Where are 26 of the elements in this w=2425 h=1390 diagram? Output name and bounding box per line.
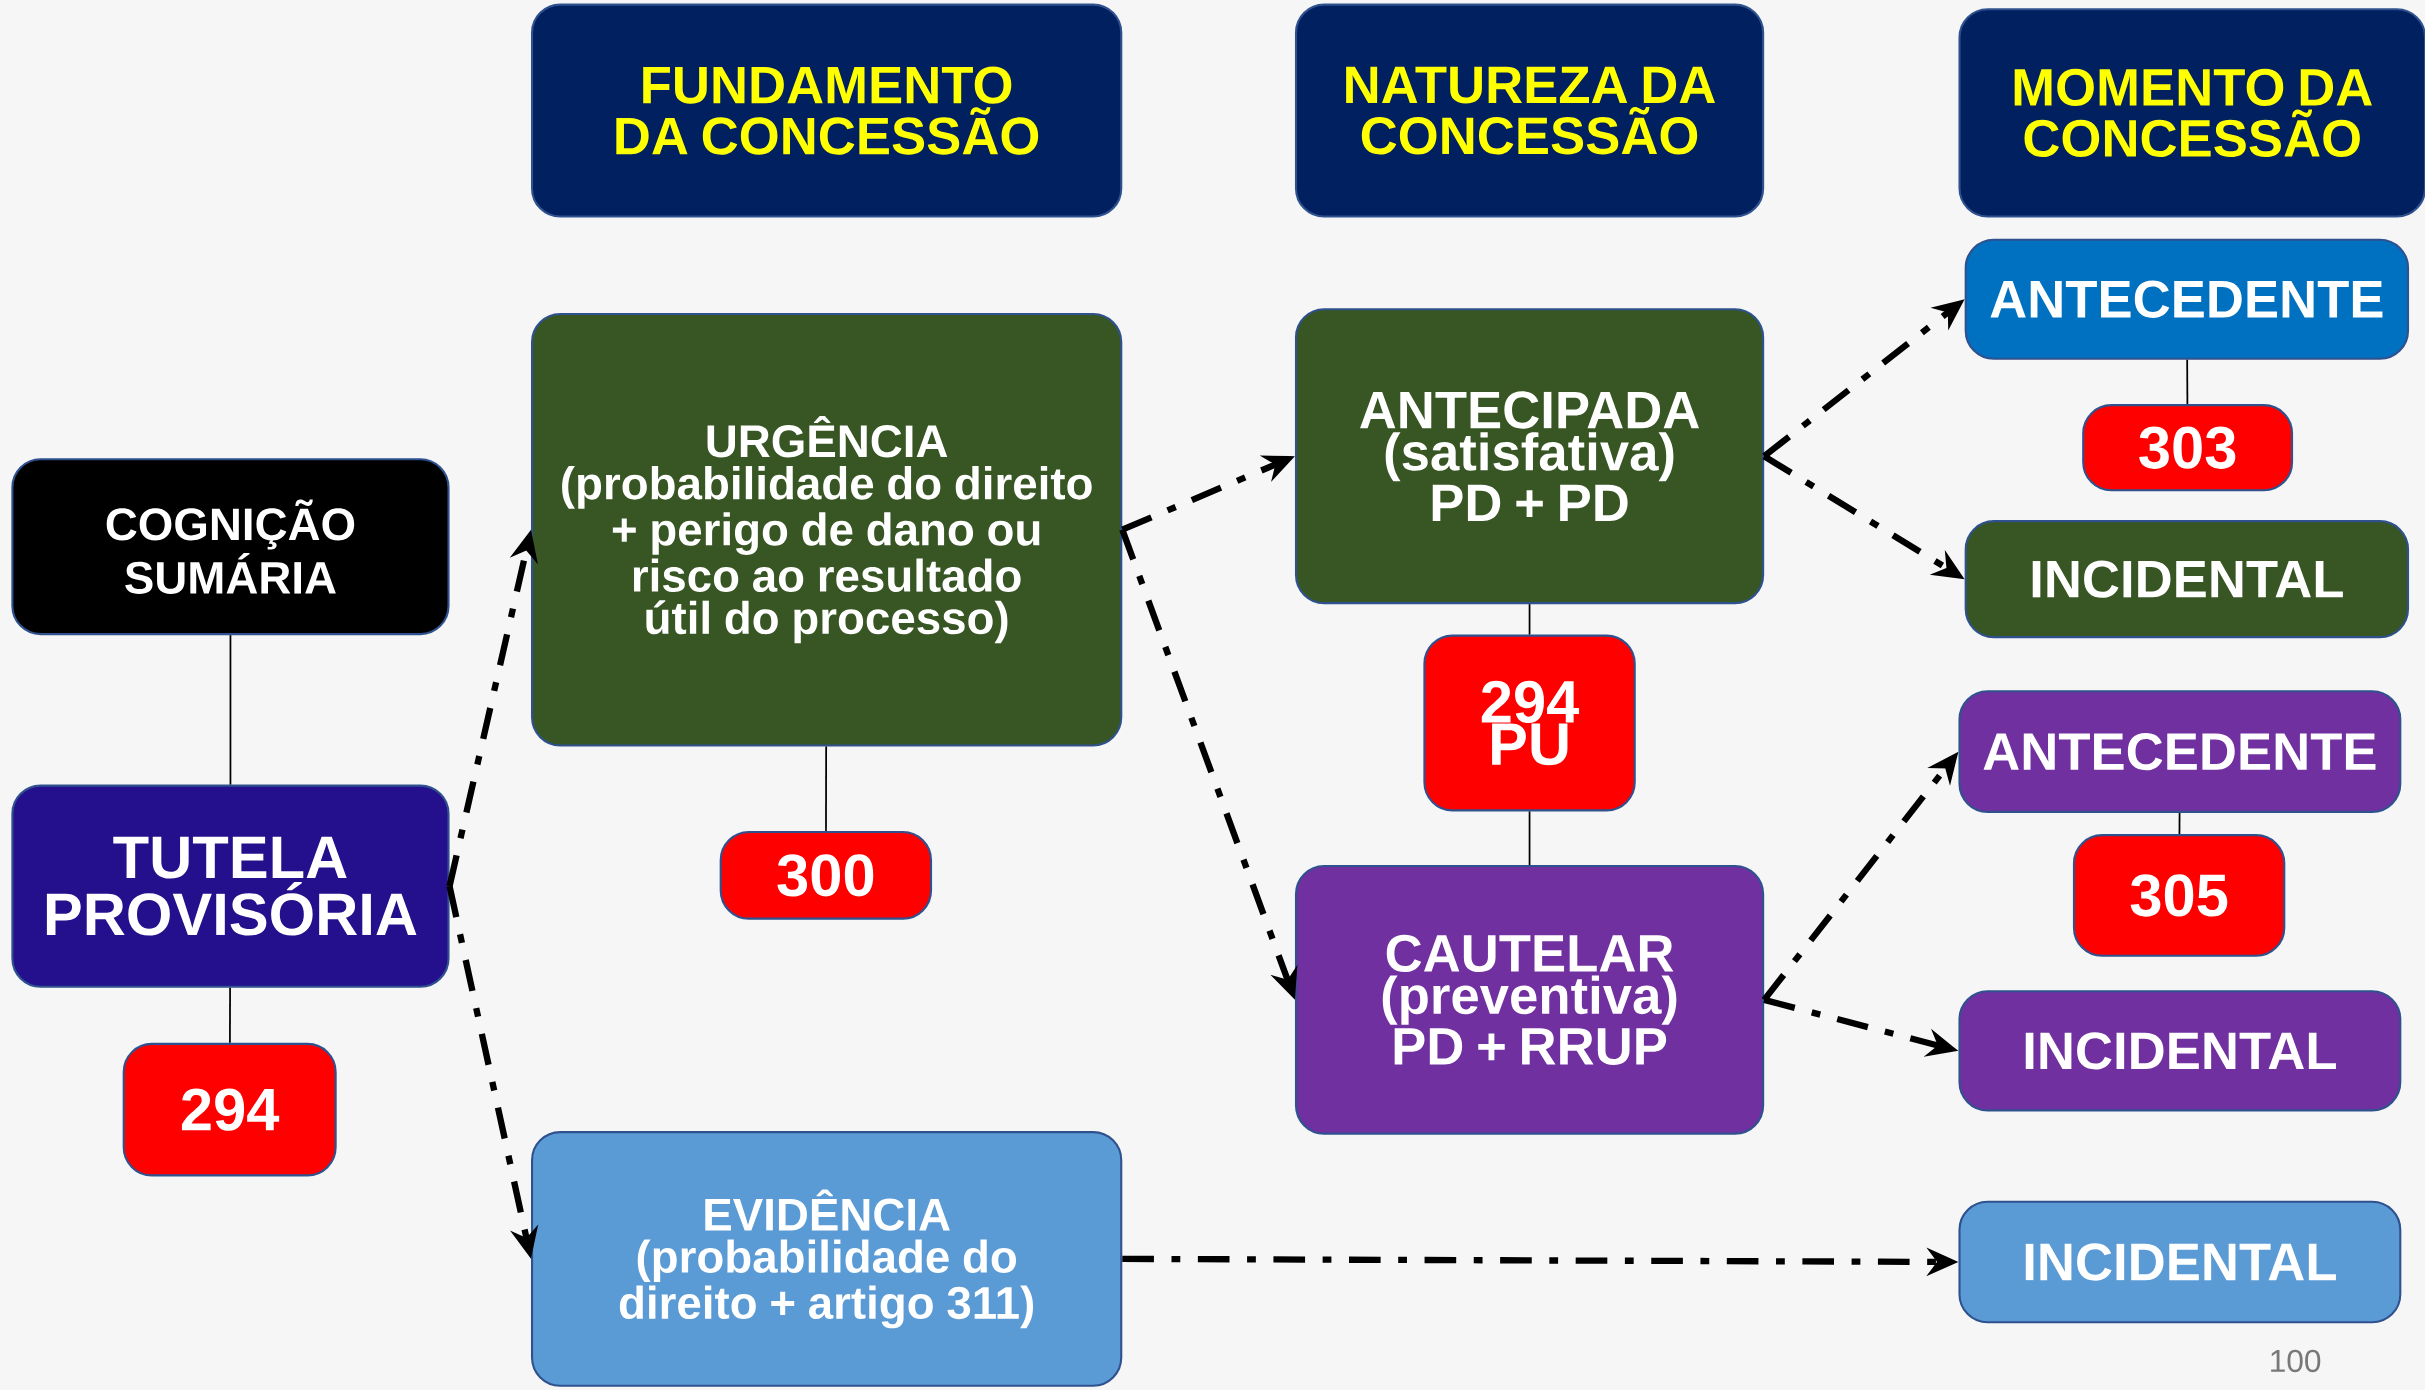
process-box: INCIDENTAL: [1964, 519, 2410, 639]
process-box: TUTELA PROVISÓRIA: [11, 784, 450, 988]
process-box: ANTECIPADA (satisfativa) PD + PD: [1294, 308, 1765, 605]
connector-line: [1528, 603, 1531, 636]
number-box: 294: [122, 1042, 337, 1177]
process-box: INCIDENTAL: [1958, 990, 2402, 1112]
process-box: INCIDENTAL: [1958, 1200, 2402, 1324]
process-box: ANTECEDENTE: [1958, 690, 2402, 813]
connector-line: [229, 986, 231, 1044]
connector-line: [2186, 358, 2189, 405]
number-box: 303: [2082, 403, 2294, 492]
connector-line: [229, 634, 232, 786]
process-box: ANTECEDENTE: [1964, 238, 2410, 360]
number-box: 300: [719, 830, 933, 920]
process-box: CAUTELAR (preventiva) PD + RRUP: [1294, 864, 1765, 1135]
connector-line: [1528, 810, 1531, 866]
header-box: NATUREZA DA CONCESSÃO: [1294, 3, 1765, 218]
process-box: COGNIÇÃO SUMÁRIA: [11, 458, 450, 635]
process-box: URGÊNCIA (probabilidade do direito + perigo de dano ou risco ao resultado útil do processo): [531, 312, 1123, 747]
process-box: EVIDÊNCIA (probabilidade do direito + artigo 311): [531, 1130, 1123, 1387]
number-box: 305: [2072, 833, 2286, 957]
connector-line: [825, 745, 828, 832]
connector-line: [2178, 811, 2181, 835]
number-box: 294 PU: [1423, 634, 1636, 812]
header-box: FUNDAMENTO DA CONCESSÃO: [531, 3, 1123, 218]
header-box: MOMENTO DA CONCESSÃO: [1958, 8, 2425, 218]
